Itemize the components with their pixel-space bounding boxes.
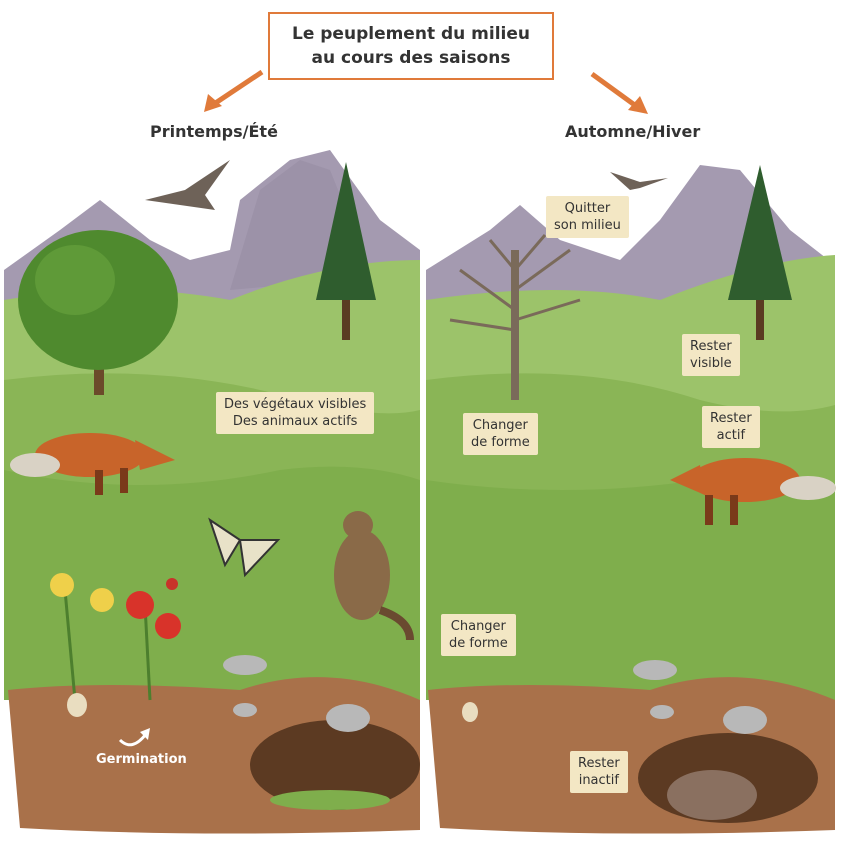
meadow-front-left	[4, 466, 420, 700]
label-stay-inactive: Rester inactif	[570, 751, 628, 793]
marmot	[334, 511, 414, 641]
label-stay-visible: Rester visible	[682, 334, 740, 376]
label-visible-active: Des végétaux visibles Des animaux actifs	[216, 392, 375, 434]
season-left-label: Printemps/Été	[150, 122, 278, 141]
sleeping-marmot	[667, 770, 757, 820]
spring-summer-panel	[4, 150, 420, 834]
meadow-front-right	[426, 476, 835, 700]
butterfly	[208, 517, 281, 578]
label-change-form-1: Changer de forme	[463, 413, 538, 455]
diagram-title: Le peuplement du milieu au cours des sai…	[268, 12, 554, 80]
mountain-right	[426, 165, 835, 300]
pine-tree-right	[728, 165, 792, 340]
season-right-label: Automne/Hiver	[565, 122, 701, 141]
mountain-rock-left	[230, 160, 350, 290]
burrow-left	[250, 720, 420, 810]
fox-right	[670, 458, 836, 525]
pine-tree-left	[316, 162, 376, 340]
daffodils	[50, 573, 114, 717]
label-change-form-2: Changer de forme	[441, 614, 516, 656]
bird-right	[610, 172, 668, 190]
label-quit-habitat: Quitter son milieu	[546, 196, 629, 238]
germination-label: Germination	[96, 752, 187, 767]
poppies	[126, 578, 181, 701]
title-line-2: au cours des saisons	[311, 48, 511, 68]
left-arrow	[204, 69, 264, 112]
fox-left	[10, 433, 175, 495]
label-stay-active: Rester actif	[702, 406, 760, 448]
germination-arrow-icon	[118, 733, 148, 747]
title-line-1: Le peuplement du milieu	[291, 24, 531, 44]
leafy-tree	[18, 230, 178, 395]
bulb	[462, 702, 478, 722]
bird-left	[145, 160, 230, 210]
right-arrow	[590, 71, 648, 114]
bare-tree	[449, 234, 581, 400]
autumn-winter-panel	[426, 165, 836, 834]
